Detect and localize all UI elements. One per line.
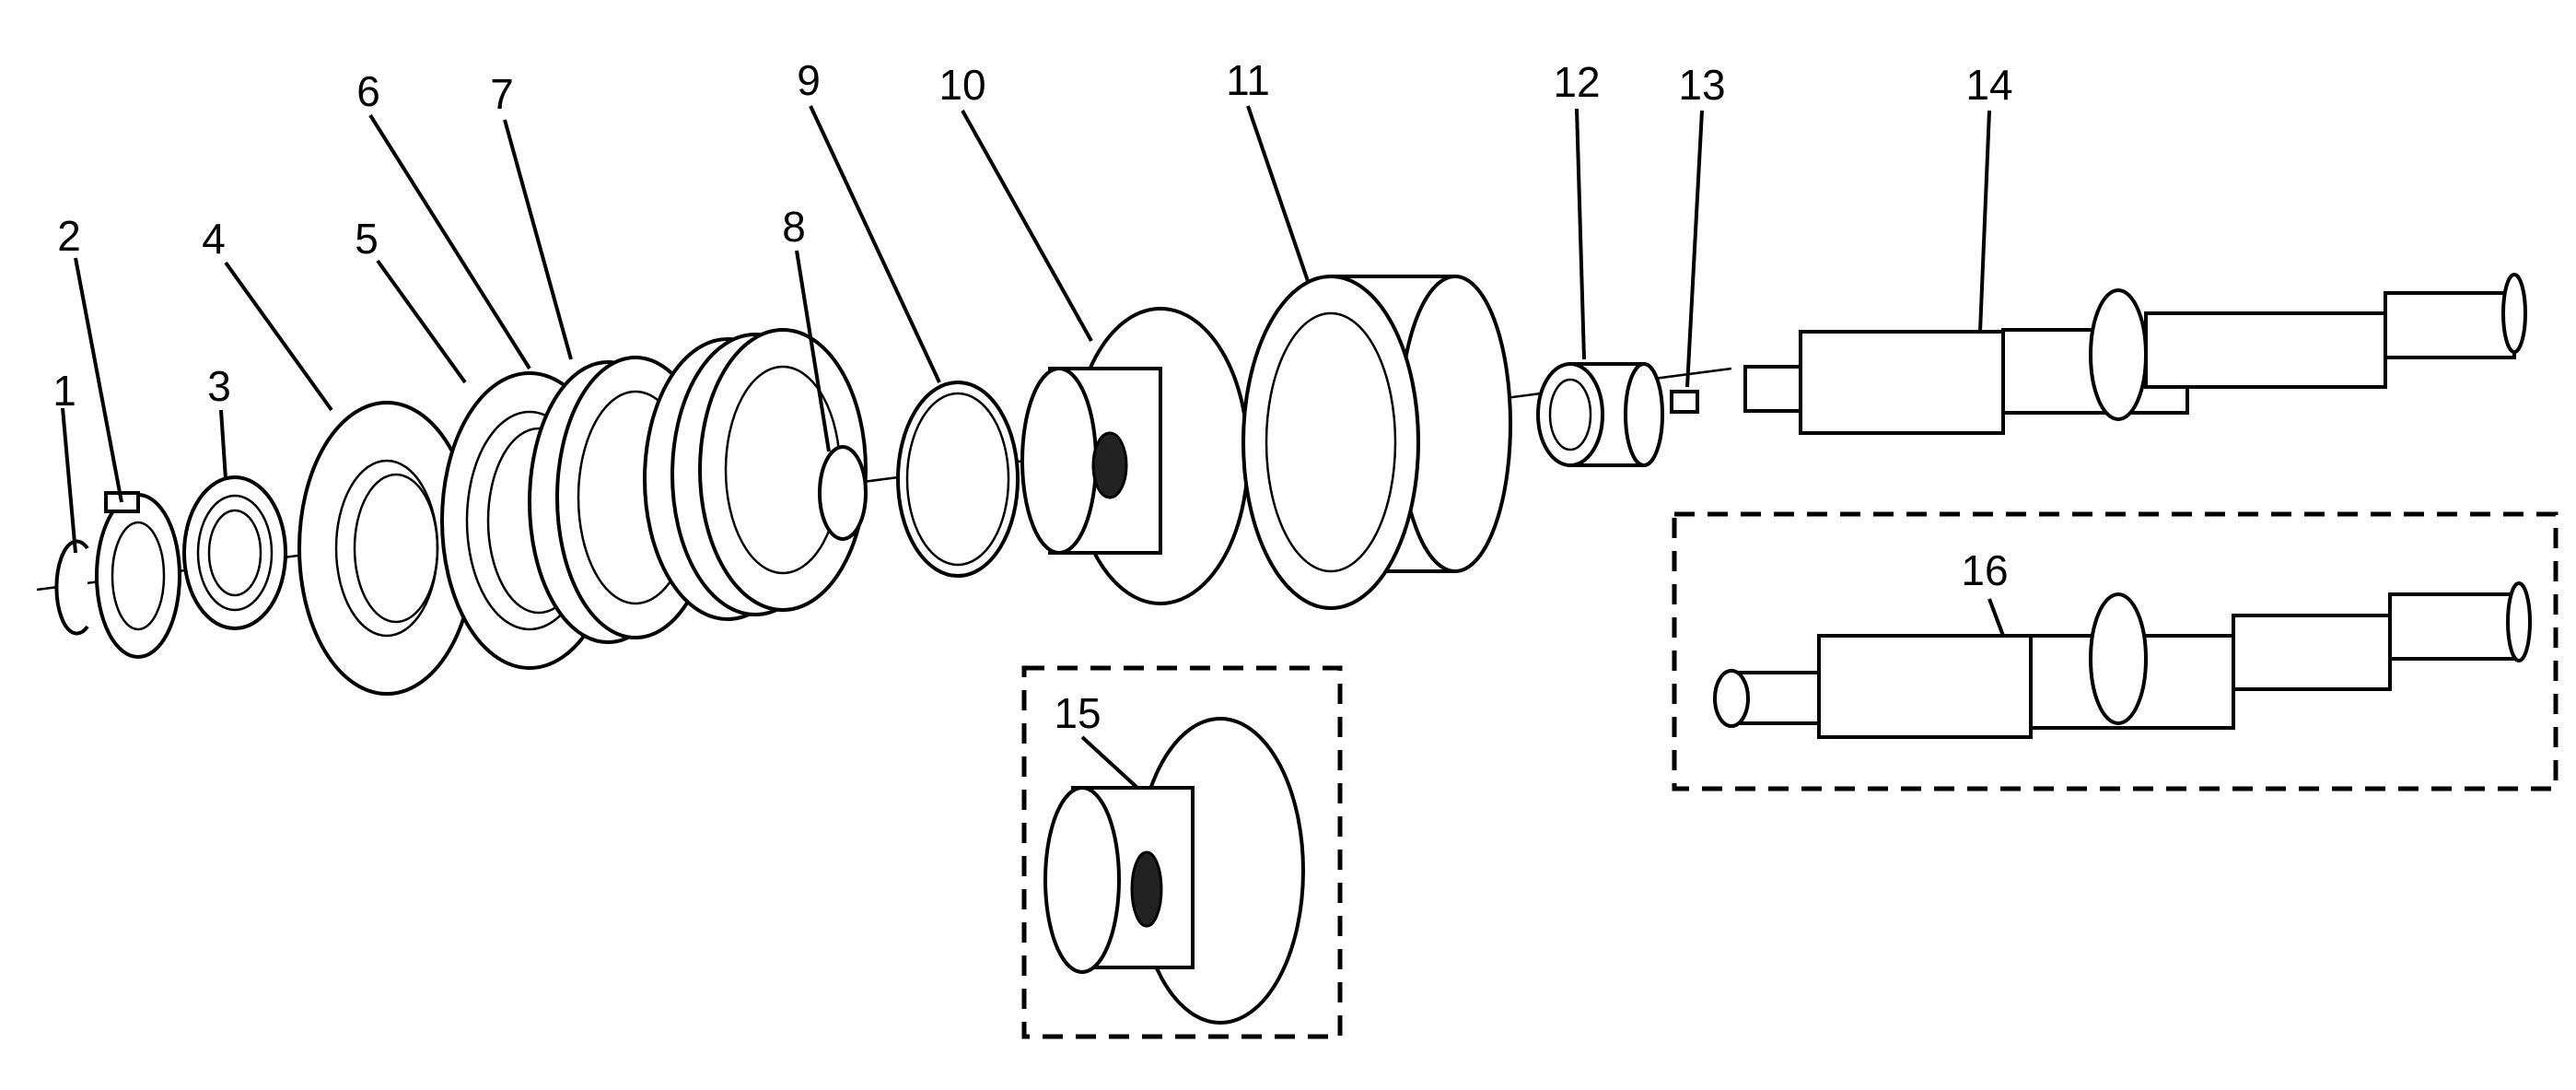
callout-2: 2 [57,212,81,260]
callout-4: 4 [202,215,226,263]
detail-box-15 [1021,665,1343,1039]
leader-10 [961,110,1093,342]
callout-14: 14 [1965,61,2012,109]
part-8-small-snap-ring [818,445,868,541]
callout-13: 13 [1678,61,1725,109]
part-1-snap-ring [54,539,89,636]
callout-5: 5 [355,215,379,263]
leader-12 [1575,108,1586,360]
leader-14 [1978,110,1991,333]
part-15-clutch-housing-alternate [1043,717,1305,1025]
part-10-clutch-housing [1020,307,1250,605]
leader-13 [1685,110,1704,388]
callout-11: 11 [1226,56,1270,104]
leader-7 [503,119,573,360]
part-11-drum [1241,275,1512,610]
callout-12: 12 [1553,58,1600,106]
part-12-bushing [1536,362,1664,467]
leader-16 [1987,598,2005,637]
callout-16: 16 [1961,546,2008,594]
leader-15 [1080,735,1139,790]
callout-9: 9 [797,56,821,104]
detail-box-16 [1672,511,2559,791]
leader-9 [809,105,941,383]
leader-6 [368,113,531,370]
callout-6: 6 [356,67,380,115]
part-6-7-clutch-pack [528,328,868,644]
leader-5 [376,259,467,384]
callout-15: 15 [1054,689,1101,737]
part-2-retaining-ring [95,491,181,659]
leader-11 [1246,105,1310,282]
part-3-bearing [182,475,287,630]
callout-labels: 1 2 3 4 5 6 7 8 9 10 11 12 13 14 15 16 [52,56,2012,737]
leader-1 [61,407,77,554]
part-13-pin [1670,390,1699,414]
callout-7: 7 [490,70,514,118]
leader-3 [219,409,227,480]
part-14-shaft [1743,273,2527,435]
callout-3: 3 [207,362,231,410]
part-9-seal-ring [896,381,1020,578]
callout-10: 10 [938,61,985,109]
callout-1: 1 [52,367,76,415]
leader-4 [224,261,333,412]
leader-8 [795,250,831,452]
leader-lines [61,105,2005,790]
callout-8: 8 [782,203,806,251]
part-16-shaft-alternate [1713,581,2532,739]
leader-2 [74,257,123,503]
